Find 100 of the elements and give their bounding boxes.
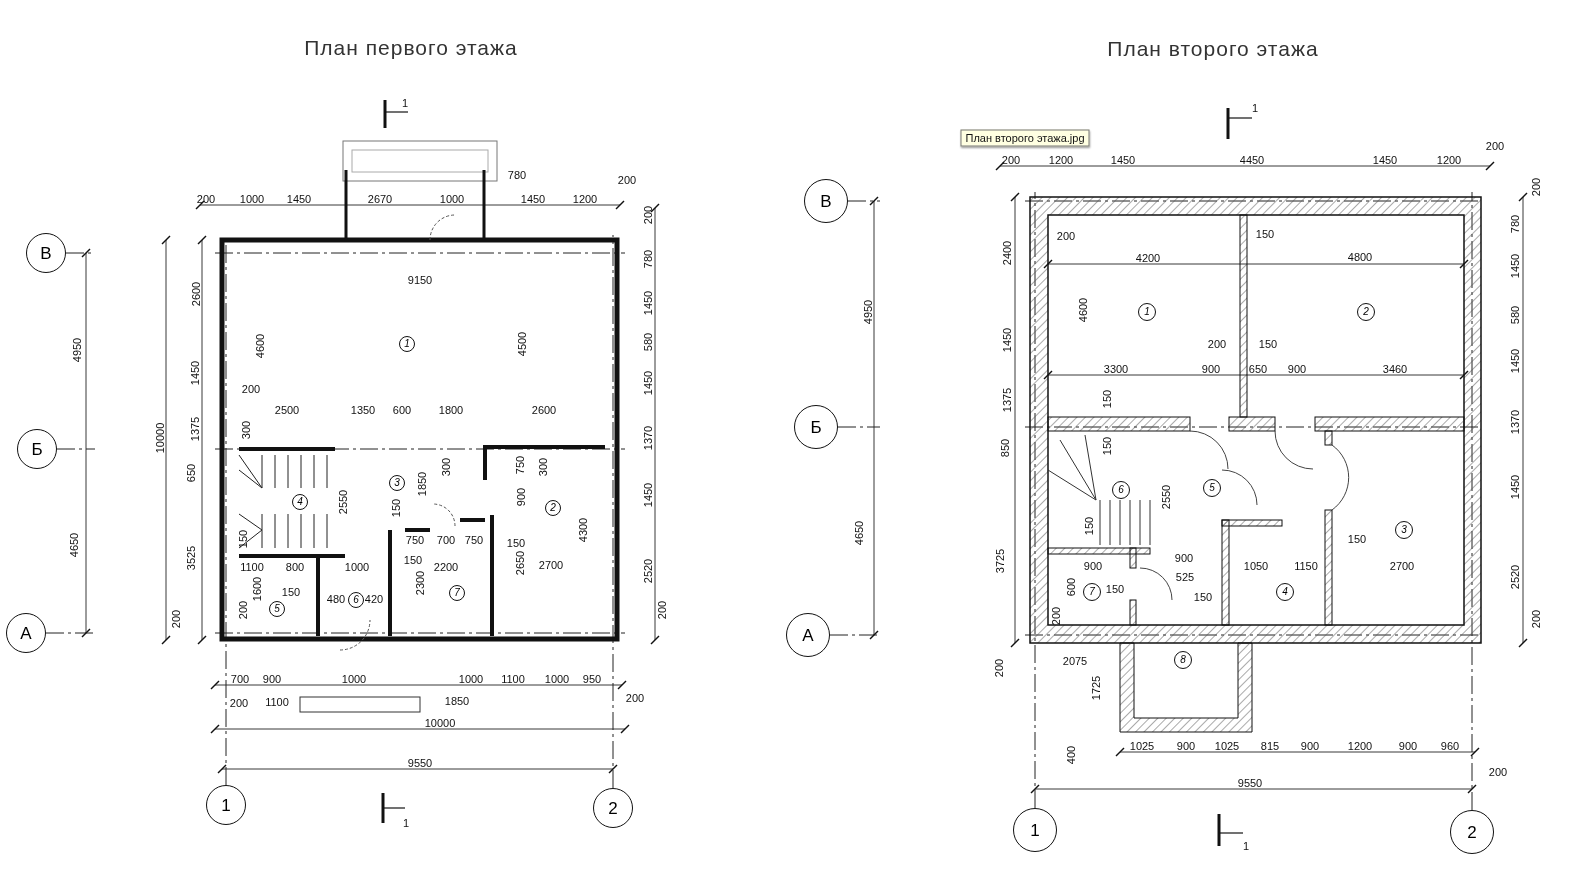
dimension-label: 780 xyxy=(507,169,527,181)
dimension-label: 650 xyxy=(1248,363,1268,375)
dimension-label: 750 xyxy=(405,534,425,546)
dimension-label: 300 xyxy=(240,420,252,440)
dimension-label: 200 xyxy=(1488,766,1508,778)
section-number: 1 xyxy=(401,97,409,109)
dimension-label: 4800 xyxy=(1347,251,1373,263)
dimension-label: 2700 xyxy=(538,559,564,571)
dimension-label: 1450 xyxy=(1509,348,1521,374)
dimension-label: 900 xyxy=(1287,363,1307,375)
dimension-label: 1800 xyxy=(438,404,464,416)
plan-title: План второго этажа xyxy=(1107,37,1319,59)
axis-bubble: 1 xyxy=(206,785,246,825)
dimension-label: 900 xyxy=(1300,740,1320,752)
dimension-label: 1600 xyxy=(251,576,263,602)
dimension-label: 525 xyxy=(1175,571,1195,583)
dimension-label: 2600 xyxy=(531,404,557,416)
dimension-label: 2200 xyxy=(433,561,459,573)
dimension-label: 2075 xyxy=(1062,655,1088,667)
room-number: 1 xyxy=(1138,303,1156,321)
dimension-label: 10000 xyxy=(424,717,456,729)
dimension-label: 4950 xyxy=(71,337,83,363)
dimension-label: 1025 xyxy=(1214,740,1240,752)
dimension-label: 700 xyxy=(436,534,456,546)
dimension-label: 1725 xyxy=(1090,675,1102,701)
dimension-label: 1450 xyxy=(1110,154,1136,166)
dimension-label: 750 xyxy=(464,534,484,546)
dimension-label: 815 xyxy=(1260,740,1280,752)
dimension-label: 900 xyxy=(262,673,282,685)
dimension-label: 150 xyxy=(1193,591,1213,603)
dimension-label: 150 xyxy=(1258,338,1278,350)
room-number: 3 xyxy=(1395,521,1413,539)
dimension-label: 1000 xyxy=(458,673,484,685)
dimension-label: 1350 xyxy=(350,404,376,416)
dimension-label: 300 xyxy=(537,457,549,477)
dimension-label: 900 xyxy=(1398,740,1418,752)
dimension-label: 4500 xyxy=(516,331,528,357)
dimension-label: 2600 xyxy=(190,281,202,307)
dimension-label: 1000 xyxy=(344,561,370,573)
dimension-label: 150 xyxy=(1255,228,1275,240)
axis-bubble: А xyxy=(786,613,830,657)
dimension-label: 9550 xyxy=(1237,777,1263,789)
dimension-label: 1000 xyxy=(544,673,570,685)
dimension-label: 400 xyxy=(1065,745,1077,765)
dimension-label: 1450 xyxy=(189,360,201,386)
dimension-label: 1450 xyxy=(642,370,654,396)
dimension-label: 1200 xyxy=(1436,154,1462,166)
dimension-label: 780 xyxy=(1509,214,1521,234)
dimension-label: 200 xyxy=(1485,140,1505,152)
dimension-label: 2400 xyxy=(1001,240,1013,266)
room-number: 6 xyxy=(1112,481,1130,499)
dimension-label: 200 xyxy=(625,692,645,704)
dimension-label: 1450 xyxy=(1509,253,1521,279)
dimension-label: 200 xyxy=(229,697,249,709)
room-number: 2 xyxy=(545,500,561,516)
room-number: 7 xyxy=(1083,583,1101,601)
room-number: 6 xyxy=(348,592,364,608)
dimension-label: 200 xyxy=(993,658,1005,678)
dimension-label: 4950 xyxy=(862,299,874,325)
dimension-label: 900 xyxy=(1174,552,1194,564)
dimension-label: 4650 xyxy=(68,532,80,558)
dimension-label: 2550 xyxy=(1160,484,1172,510)
dimension-label: 600 xyxy=(392,404,412,416)
dimension-label: 4600 xyxy=(1077,297,1089,323)
axis-bubble: Б xyxy=(17,429,57,469)
room-number: 5 xyxy=(1203,479,1221,497)
dimension-label: 3525 xyxy=(185,545,197,571)
dimension-label: 200 xyxy=(237,600,249,620)
dimension-label: 3460 xyxy=(1382,363,1408,375)
dimension-label: 150 xyxy=(281,586,301,598)
dimension-label: 650 xyxy=(185,463,197,483)
axis-bubble: А xyxy=(6,613,46,653)
dimension-label: 1450 xyxy=(520,193,546,205)
dimension-label: 200 xyxy=(1207,338,1227,350)
dimension-label: 150 xyxy=(1083,516,1095,536)
dimension-label: 1000 xyxy=(239,193,265,205)
dimension-label: 1850 xyxy=(444,695,470,707)
dimension-label: 3300 xyxy=(1103,363,1129,375)
dimension-label: 150 xyxy=(403,554,423,566)
dimension-label: 600 xyxy=(1065,577,1077,597)
dimension-label: 2650 xyxy=(514,550,526,576)
dimension-label: 200 xyxy=(1530,609,1542,629)
dimension-label: 200 xyxy=(617,174,637,186)
axis-bubble: 2 xyxy=(593,788,633,828)
dimension-label: 10000 xyxy=(154,422,166,454)
dimension-label: 150 xyxy=(1101,389,1113,409)
room-number: 2 xyxy=(1357,303,1375,321)
dimension-label: 1450 xyxy=(1509,474,1521,500)
dimension-label: 580 xyxy=(642,332,654,352)
dimension-label: 1450 xyxy=(642,482,654,508)
dimension-label: 200 xyxy=(170,609,182,629)
dimension-label: 200 xyxy=(642,205,654,225)
room-number: 5 xyxy=(269,601,285,617)
dimension-label: 1450 xyxy=(1372,154,1398,166)
dimension-label: 150 xyxy=(1101,436,1113,456)
dimension-label: 1370 xyxy=(1509,409,1521,435)
dimension-label: 200 xyxy=(1530,177,1542,197)
dimension-label: 780 xyxy=(642,249,654,269)
dimension-label: 1150 xyxy=(1294,560,1318,572)
dimension-label: 150 xyxy=(1347,533,1367,545)
